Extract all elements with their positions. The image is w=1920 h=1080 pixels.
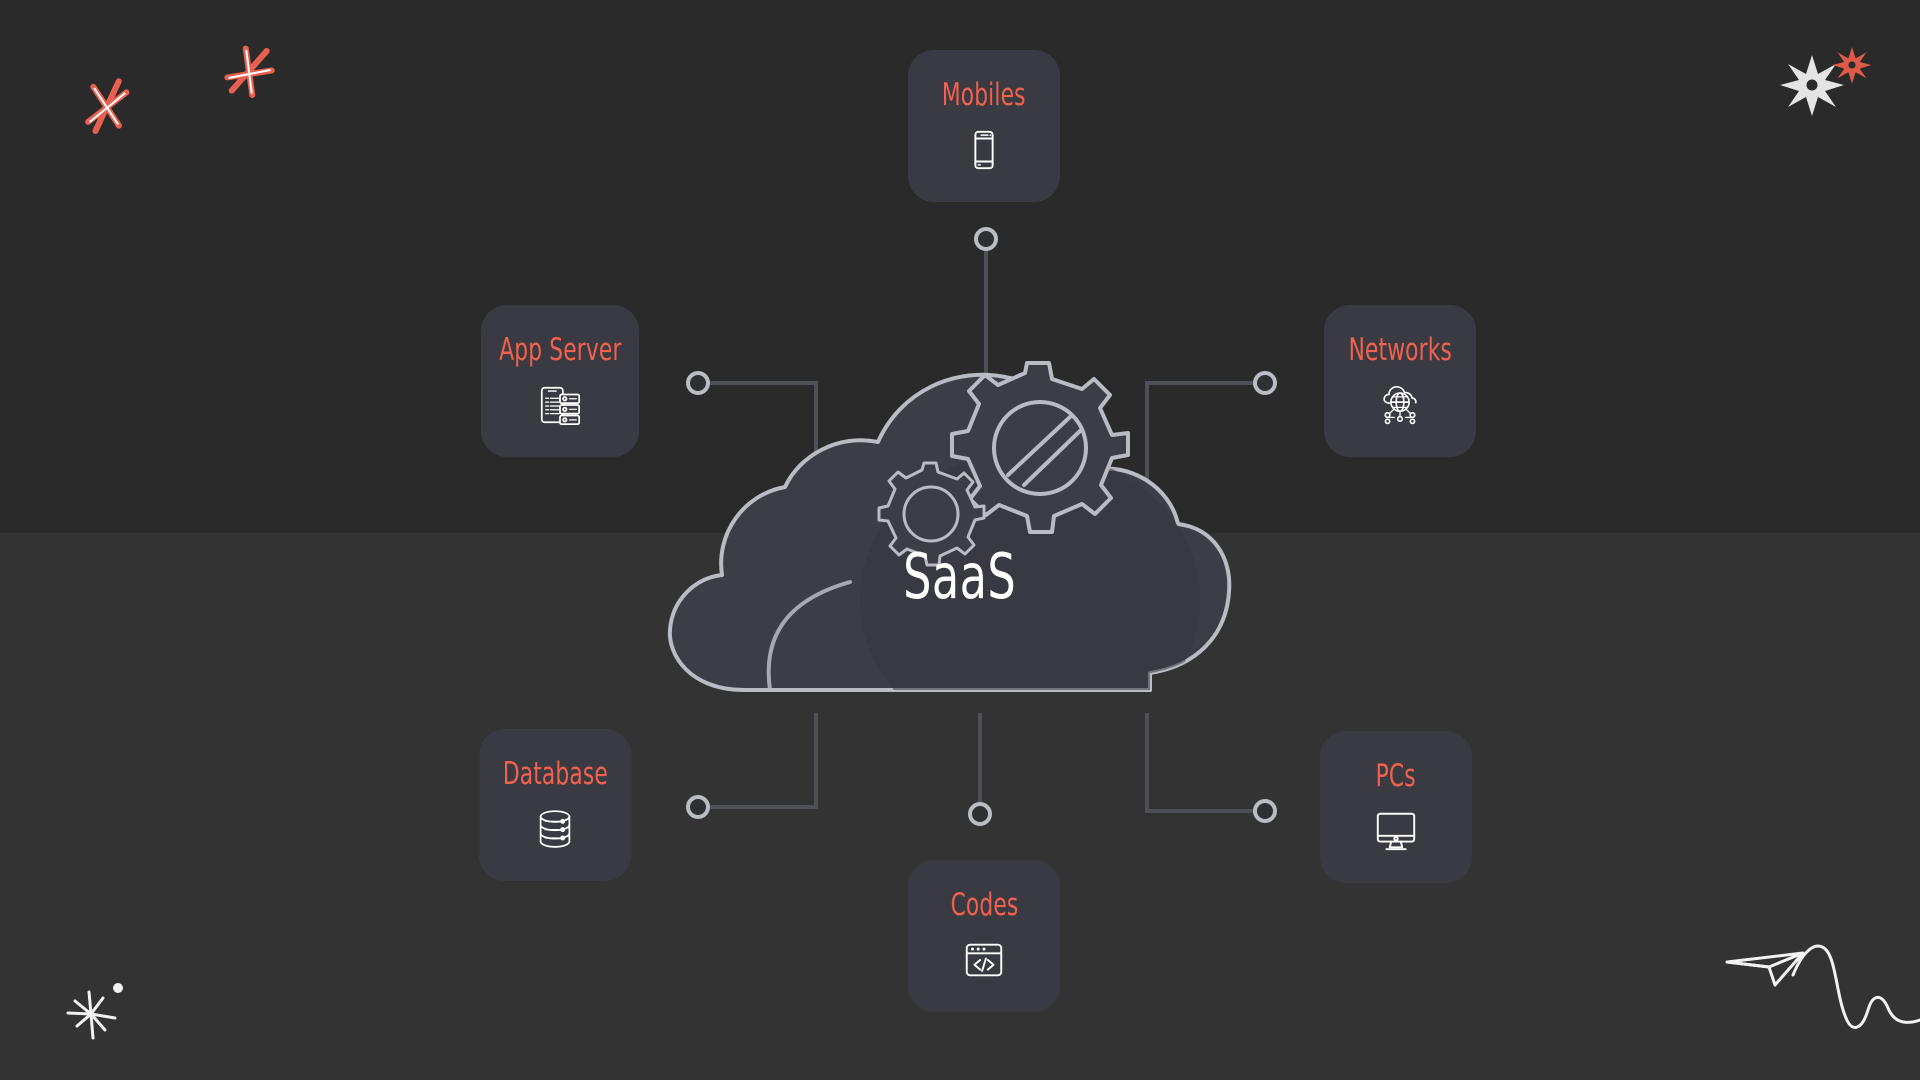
node-card-codes[interactable]: Codes bbox=[908, 860, 1060, 1012]
desktop-monitor-icon bbox=[1376, 812, 1416, 850]
node-dot-pcs bbox=[1253, 799, 1277, 823]
connector-app-server bbox=[706, 381, 818, 462]
starburst-icon-red bbox=[1832, 47, 1872, 84]
database-icon bbox=[539, 809, 571, 848]
node-card-mobiles-label: Mobiles bbox=[942, 76, 1026, 113]
node-card-codes-label: Codes bbox=[950, 886, 1018, 923]
cloud-network-icon bbox=[1383, 385, 1417, 424]
starburst-icon-white bbox=[1780, 55, 1844, 116]
node-dot-database bbox=[686, 795, 710, 819]
node-dot-mobiles bbox=[974, 227, 998, 251]
sparkle-icon-top-left-1 bbox=[85, 78, 130, 134]
wavy-trail-icon bbox=[1791, 944, 1920, 1029]
paper-plane-icon bbox=[1725, 951, 1805, 987]
node-card-networks[interactable]: Networks bbox=[1324, 305, 1476, 457]
node-card-database-label: Database bbox=[502, 755, 608, 792]
dot-icon bbox=[113, 983, 123, 993]
node-dot-codes bbox=[968, 802, 992, 826]
node-card-database[interactable]: Database bbox=[479, 729, 631, 881]
code-window-icon bbox=[965, 943, 1003, 976]
gear-small-icon bbox=[877, 461, 986, 567]
node-card-mobiles[interactable]: Mobiles bbox=[908, 50, 1060, 202]
node-card-app-server[interactable]: App Server bbox=[481, 305, 639, 457]
smartphone-icon bbox=[974, 130, 994, 169]
connector-networks bbox=[1145, 381, 1257, 486]
node-card-networks-label: Networks bbox=[1348, 331, 1452, 368]
node-card-pcs-label: PCs bbox=[1375, 757, 1417, 794]
sparkle-icon-top-left-2 bbox=[224, 45, 275, 98]
sparkle-icon-bottom-left bbox=[66, 983, 123, 1040]
connector-pcs bbox=[1145, 713, 1257, 813]
gear-large-icon bbox=[950, 361, 1130, 534]
node-card-pcs[interactable]: PCs bbox=[1320, 731, 1472, 883]
node-dot-app-server bbox=[686, 371, 710, 395]
node-dot-networks bbox=[1253, 371, 1277, 395]
app-server-icon bbox=[540, 386, 581, 425]
connector-database bbox=[706, 713, 818, 809]
node-card-app-server-label: App Server bbox=[498, 331, 622, 368]
